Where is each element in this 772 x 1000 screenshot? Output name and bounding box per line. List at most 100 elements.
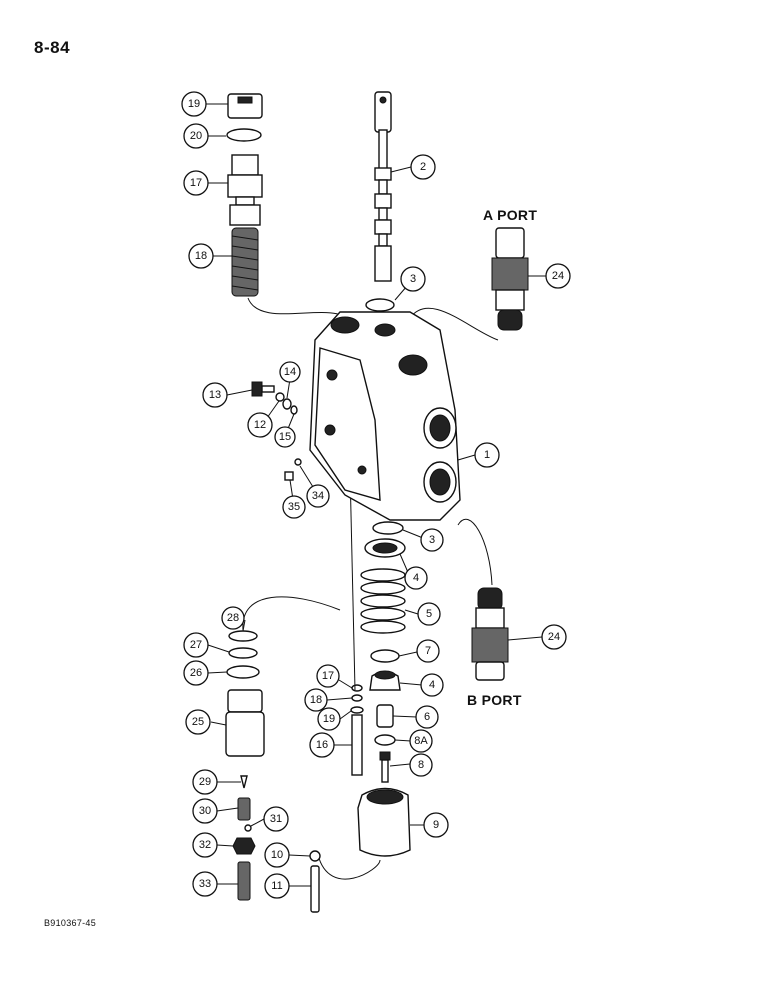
callout-8: 8 [409,753,433,777]
callout-17: 17 [316,664,340,688]
callout-5: 5 [417,602,441,626]
callout-24-a: 24 [545,263,571,289]
b-port-label: B PORT [467,692,522,708]
callout-34: 34 [306,484,330,508]
o-ring-19 [350,706,364,714]
callout-7: 7 [416,639,440,663]
callout-19: 19 [317,707,341,731]
svg-text:25: 25 [192,716,204,728]
poppet-29 [240,775,248,789]
callout-8a: 8A [409,729,433,753]
svg-text:9: 9 [433,819,439,831]
callout-30: 30 [192,798,218,824]
svg-text:29: 29 [199,776,211,788]
assembly-line-relief [247,297,351,321]
svg-text:18: 18 [195,250,207,262]
nut-32 [232,837,256,855]
bolt-11 [310,865,320,913]
o-ring-lower [372,521,404,535]
callout-12: 12 [247,412,273,438]
assembly-line-16 [349,469,356,691]
callout-20: 17 [183,170,209,196]
valve-body [309,311,461,521]
svg-text:15: 15 [279,431,291,443]
assembly-line-9 [317,854,381,880]
o-ring-15 [290,405,298,415]
callout-14: 14 [279,361,301,383]
svg-text:14: 14 [284,366,296,378]
spring-21 [231,227,259,297]
washer-8a [374,734,396,746]
svg-text:35: 35 [288,501,300,513]
callout-2: 2 [410,154,436,180]
spring-30 [237,797,251,821]
callout-11: 11 [264,873,290,899]
o-ring-23 [226,128,262,142]
svg-text:8: 8 [418,759,424,771]
svg-text:13: 13 [209,389,221,401]
callout-18: 18 [304,688,328,712]
spring-seat-lower [369,670,401,691]
svg-text:4: 4 [413,572,419,584]
svg-text:28: 28 [227,612,239,624]
svg-text:32: 32 [199,839,211,851]
spacer-6 [376,704,394,728]
a-port-label: A PORT [483,207,538,223]
assembly-line-a-port [409,307,499,341]
relief-cartridge [227,154,263,226]
callout-16: 16 [309,732,335,758]
callout-25: 25 [185,709,211,735]
callout-22: 19 [181,91,207,117]
svg-text:5: 5 [426,608,432,620]
callout-21: 18 [188,243,214,269]
svg-text:27: 27 [190,639,202,651]
o-ring-14 [282,398,292,410]
leader-lines [206,103,546,887]
svg-text:19: 19 [323,713,335,725]
o-ring-26 [226,665,260,679]
callout-6: 6 [415,705,439,729]
svg-text:24: 24 [552,270,564,282]
assembly-line-25 [242,596,341,631]
centering-spring [360,568,406,634]
svg-text:20: 20 [190,130,202,142]
callout-4-upper: 4 [404,566,428,590]
o-ring-upper [365,298,395,312]
svg-text:1: 1 [484,449,490,461]
ball-12 [275,392,285,402]
svg-text:8A: 8A [414,735,428,747]
callout-24-b: 24 [541,624,567,650]
spool [374,91,392,282]
svg-text:33: 33 [199,878,211,890]
svg-text:24: 24 [548,631,560,643]
callout-13: 13 [202,382,228,408]
washer-10 [309,850,321,862]
svg-text:2: 2 [420,161,426,173]
svg-text:7: 7 [425,645,431,657]
svg-text:34: 34 [312,490,324,502]
cartridge-25 [225,689,265,757]
plug-13 [251,381,275,397]
svg-text:17: 17 [190,177,202,189]
callout-27: 27 [183,632,209,658]
o-ring-18 [351,694,363,702]
page-number: 8-84 [34,38,71,57]
svg-text:3: 3 [429,534,435,546]
screw-33 [237,861,251,901]
callout-29: 29 [192,769,218,795]
callout-23: 20 [183,123,209,149]
svg-text:26: 26 [190,667,202,679]
callout-9: 9 [423,812,449,838]
callout-26: 26 [183,660,209,686]
svg-text:18: 18 [310,694,322,706]
plug [227,93,263,119]
end-cap [357,787,411,857]
callout-3-lower: 3 [420,528,444,552]
a-port-fitting [491,227,529,331]
callout-1: 1 [474,442,500,468]
callout-32: 32 [192,832,218,858]
callout-28: 28 [221,606,245,630]
svg-text:4: 4 [429,679,435,691]
bolt-8 [379,751,391,783]
